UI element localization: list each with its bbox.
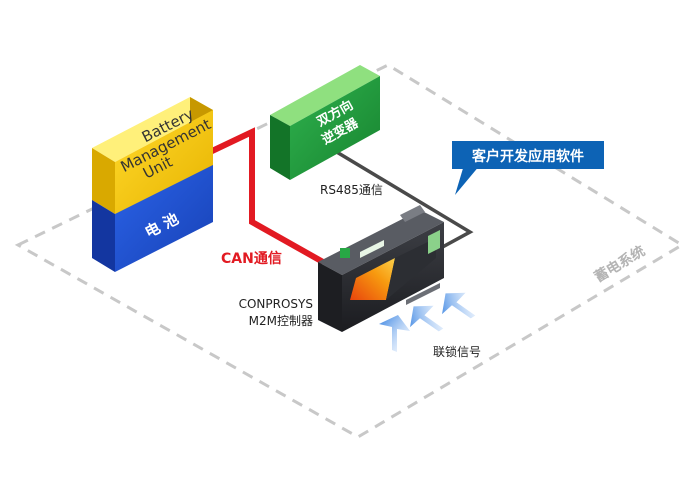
callout-label: 客户开发应用软件 — [471, 148, 584, 165]
interlock-arrow-1 — [379, 315, 410, 352]
inverter-box: 双方向 逆变器 — [270, 65, 380, 180]
system-boundary — [14, 63, 685, 439]
interlock-label: 联锁信号 — [433, 344, 481, 359]
battery-box: 电 池 — [92, 165, 213, 272]
controller-device — [318, 205, 444, 332]
system-label: 蓄电系统 — [591, 242, 648, 285]
interlock-arrows — [379, 292, 476, 352]
controller-label-line-2: M2M控制器 — [249, 314, 313, 328]
rs485-label: RS485通信 — [320, 183, 383, 197]
can-label: CAN通信 — [221, 250, 282, 267]
callout-box: 客户开发应用软件 — [452, 141, 604, 195]
can-line — [208, 127, 325, 265]
interlock-arrow-2 — [410, 305, 444, 332]
controller-label-line-1: CONPROSYS — [239, 297, 313, 311]
interlock-arrow-3 — [442, 292, 476, 319]
